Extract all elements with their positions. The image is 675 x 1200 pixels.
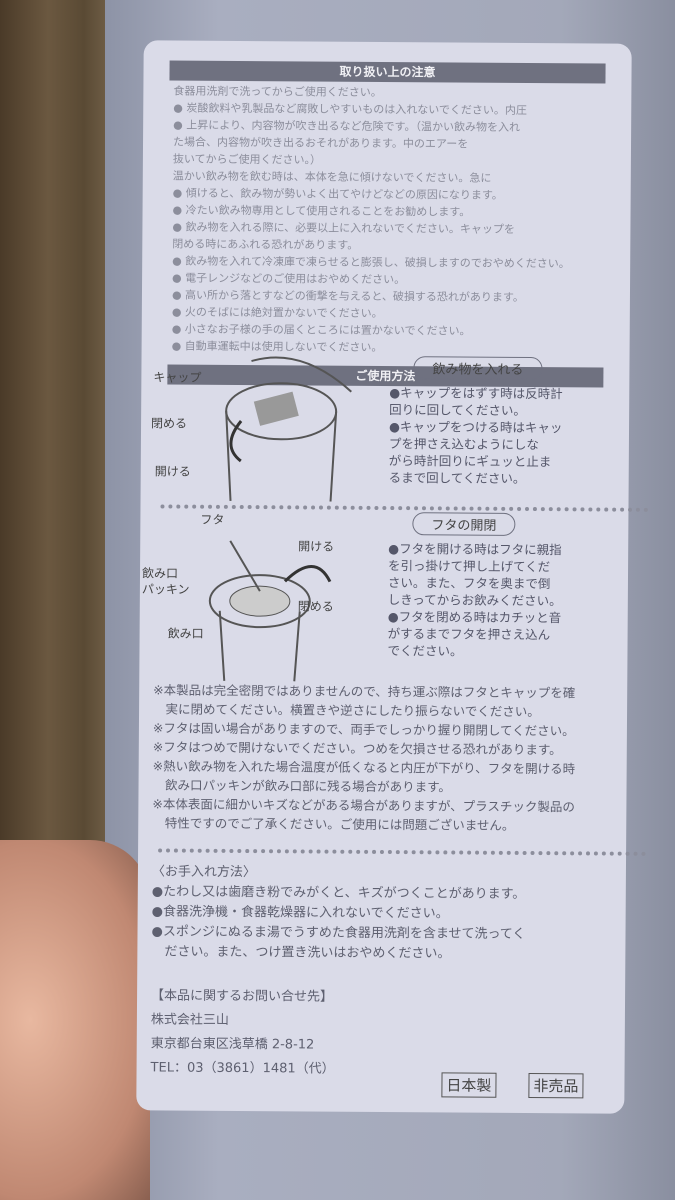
text-line: でください。 xyxy=(387,643,463,659)
lid-steps: ●フタを開ける時はフタに親指を引っ掛けて押し上げてください。また、フタを奥まで倒… xyxy=(387,540,562,660)
hand xyxy=(0,840,150,1200)
text-line: さい。また、フタを奥まで倒 xyxy=(387,575,551,592)
text-line: ●フタを開ける時はフタに親指 xyxy=(388,541,562,558)
caution-list: 食器用洗剤で洗ってからご使用ください。● 炭酸飲料や乳製品など腐敗しやすいものは… xyxy=(142,80,632,359)
close-label: 閉める xyxy=(151,416,188,431)
text-line: ●キャップをつける時はキャッ xyxy=(388,419,563,436)
text-line: ●キャップをはずす時は反時計 xyxy=(389,385,563,402)
text-line: を引っ掛けて押し上げてくだ xyxy=(388,558,551,575)
cap-steps: ●キャップをはずす時は反時計回りに回してください。●キャップをつける時はキャップ… xyxy=(389,384,563,487)
text-line: がするまでフタを押さえ込ん xyxy=(387,626,551,643)
lid-heading: フタの開閉 xyxy=(412,512,516,536)
spout-label: 飲み口 xyxy=(141,566,179,581)
gasket-label: パッキン xyxy=(141,582,190,597)
text-line: ●フタを閉める時はカチッと音 xyxy=(387,609,562,626)
care-heading: 〈お手入れ方法〉 xyxy=(151,864,257,881)
text-line: ださい。また、つけ置き洗いはおやめください。 xyxy=(151,944,451,962)
text-line: がら時計回りにギュッと止ま xyxy=(388,453,552,470)
lid-illustration xyxy=(208,540,332,682)
notes: ※本製品は完全密閉ではありませんので、持ち運ぶ際はフタとキャップを確 実に閉めて… xyxy=(138,680,590,835)
text-line: しきってからお飲みください。 xyxy=(387,592,562,609)
lid-section: フタ 開ける 閉める 飲み口 パッキン 飲み口 フタの開閉 ●フタを開ける時はフ… xyxy=(139,510,628,683)
lid-label: フタ xyxy=(200,512,225,527)
open-label: 開ける xyxy=(298,539,335,554)
care-section: 〈お手入れ方法〉 ●たわし又は歯磨き粉でみがくと、キズがつくことがあります。 ●食… xyxy=(137,862,540,965)
cap-heading: 飲み物を入れる xyxy=(413,356,543,381)
text-line: ●たわし又は歯磨き粉でみがくと、キズがつくことがあります。 xyxy=(151,884,526,902)
text-line: るまで回してください。 xyxy=(388,470,526,486)
cap-illustration xyxy=(225,356,352,502)
contact-section: 【本品に関するお問い合せ先】 株式会社三山 東京都台東区浅草橋 2-8-12 T… xyxy=(136,984,349,1081)
text-line: ●スポンジにぬるま湯でうすめた食器用洗剤を含ませて洗ってく xyxy=(151,924,526,942)
not-for-sale-badge: 非売品 xyxy=(528,1073,584,1099)
spout-label-2: 飲み口 xyxy=(167,626,204,641)
made-in-japan-badge: 日本製 xyxy=(441,1072,497,1098)
text-line: プを押さえ込むようにしな xyxy=(388,436,539,453)
cap-section: キャップ 閉める 開ける 飲み物を入れる ●キャップをはずす時は反時計回りに回し… xyxy=(141,340,630,503)
address: 東京都台東区浅草橋 2-8-12 xyxy=(150,1036,315,1053)
text-line: 特性ですのでご了承ください。ご使用には問題ございません。 xyxy=(152,815,515,833)
instruction-label: 取り扱い上の注意 食器用洗剤で洗ってからご使用ください。● 炭酸飲料や乳製品など… xyxy=(136,40,649,1114)
open-label: 開ける xyxy=(154,464,191,479)
text-line: ●食器洗浄機・食器乾燥器に入れないでください。 xyxy=(151,904,449,922)
text-line: 回りに回してください。 xyxy=(389,402,526,418)
cap-label: キャップ xyxy=(153,370,202,385)
close-label: 閉める xyxy=(297,599,334,614)
divider xyxy=(158,848,647,856)
contact-heading: 【本品に関するお問い合せ先】 xyxy=(151,988,334,1005)
telephone: TEL：03（3861）1481（代） xyxy=(150,1060,335,1077)
company-name: 株式会社三山 xyxy=(150,1012,229,1028)
